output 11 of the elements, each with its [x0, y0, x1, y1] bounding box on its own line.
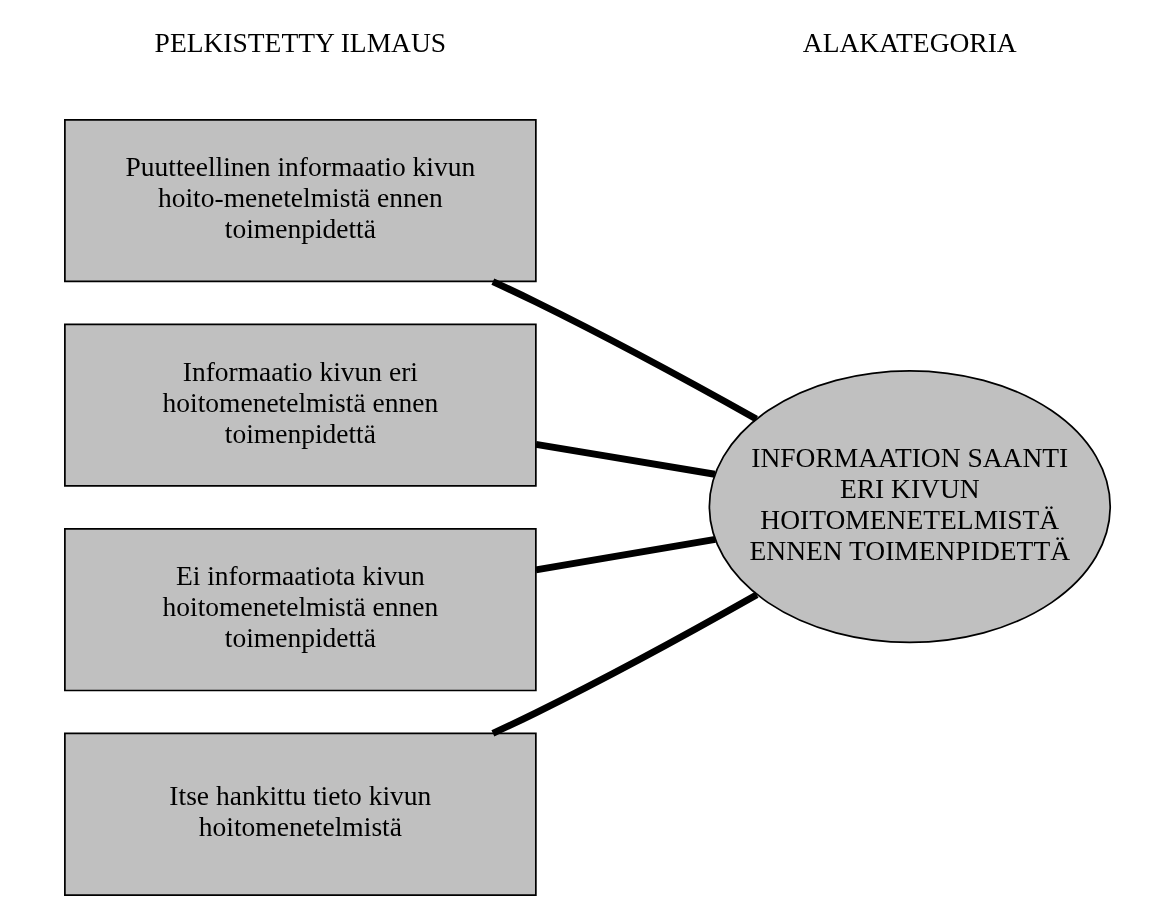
node-box: Informaatio kivun eri hoitomenetelmistä ennen toimenpidettä — [63, 323, 537, 487]
node-box: Ei informaatiota kivun hoitomenetelmistä ennen toimenpidettä — [63, 528, 537, 692]
label: ALAKATEGORIA — [802, 27, 1017, 59]
connector — [534, 535, 716, 574]
node-box: Itse hankittu tieto kivun hoitomenetelmistä — [63, 732, 537, 896]
node-ellipse: INFORMAATION SAANTI ERI KIVUN HOITOMENETELMISTÄ ENNEN TOIMENPIDETTÄ — [708, 369, 1111, 644]
connector — [490, 591, 758, 737]
connector — [534, 440, 715, 478]
label: PELKISTETTY ILMAUS — [154, 27, 446, 59]
node-box: Puutteellinen informaatio kivun hoito-menetelmistä ennen toimenpidettä — [63, 118, 537, 283]
connector — [490, 278, 758, 422]
